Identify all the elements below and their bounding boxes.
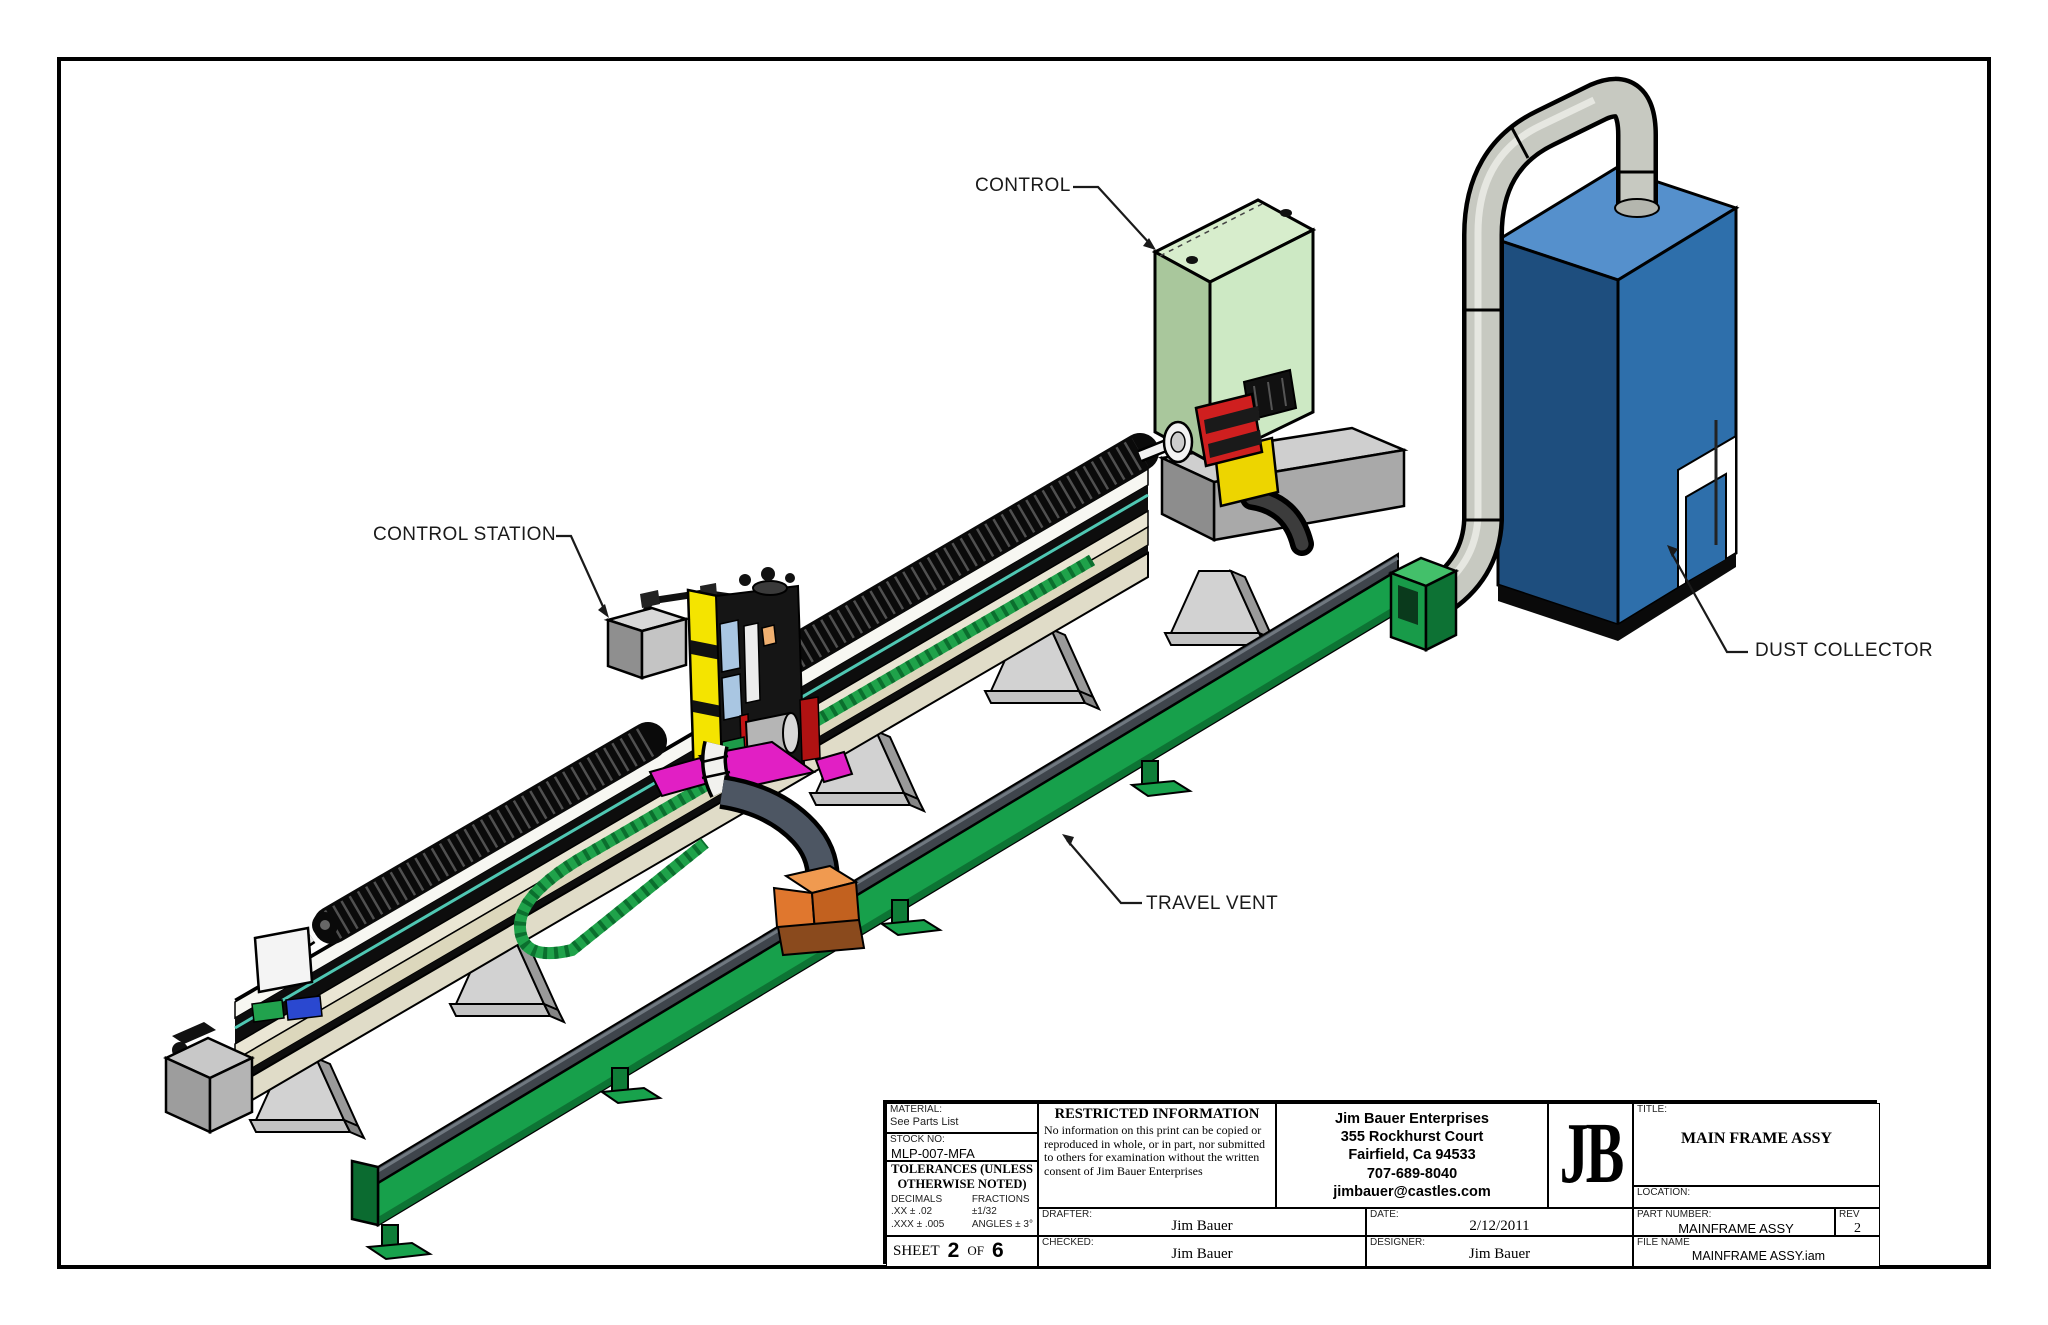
sheet-total: 6: [991, 1239, 1004, 1262]
checked-label: CHECKED:: [1042, 1237, 1094, 1248]
vent-foot: [1129, 760, 1193, 798]
dust-collector-graphic: [1494, 166, 1740, 641]
tolerances-fractions: FRACTIONS ±1/32 ANGLES ± 3°: [971, 1193, 1033, 1230]
location-label: LOCATION:: [1637, 1187, 1691, 1198]
bellows-covers-graphic: [313, 433, 1159, 944]
title-label: TITLE:: [1637, 1104, 1668, 1115]
vent-foot: [599, 1067, 663, 1105]
location-cell: LOCATION:: [1633, 1186, 1880, 1208]
tolerances-decimals: DECIMALS .XX ± .02 .XXX ± .005: [891, 1193, 945, 1230]
part-number-label: PART NUMBER:: [1637, 1209, 1712, 1220]
material-cell: MATERIAL: See Parts List: [886, 1103, 1038, 1133]
drawing-border-frame: [57, 57, 1991, 1269]
hinge-dot: [1280, 209, 1292, 217]
date-label: DATE:: [1370, 1209, 1399, 1220]
stock-no-label: STOCK NO:: [890, 1134, 945, 1145]
leader-control-station: [556, 534, 607, 612]
tolerances-heading-2: OTHERWISE NOTED): [897, 1176, 1027, 1191]
restricted-body: No information on this print can be copi…: [1044, 1123, 1265, 1178]
pendant-control-station-graphic: [603, 606, 691, 680]
company-address2: Fairfield, Ca 94533: [1348, 1147, 1476, 1164]
arrowhead: [1062, 834, 1074, 846]
company-name: Jim Bauer Enterprises: [1335, 1111, 1489, 1128]
restricted-heading: RESTRICTED INFORMATION: [1054, 1106, 1260, 1122]
sheet-of-label: OF: [967, 1243, 984, 1258]
boom-left-end-graphic: [163, 912, 338, 1134]
company-email: jimbauer@castles.com: [1333, 1183, 1491, 1200]
part-number-cell: PART NUMBER: MAINFRAME ASSY: [1633, 1208, 1835, 1236]
company-phone: 707-689-8040: [1366, 1165, 1458, 1182]
hinge-dot: [1186, 256, 1198, 264]
title-cell: TITLE: MAIN FRAME ASSY: [1633, 1103, 1880, 1186]
callout-leaders: [556, 185, 1748, 905]
rev-cell: REV 2: [1835, 1208, 1880, 1236]
checked-cell: CHECKED: Jim Bauer: [1038, 1236, 1366, 1267]
callout-travel-vent: TRAVEL VENT: [1146, 893, 1279, 914]
designer-label: DESIGNER:: [1370, 1237, 1426, 1248]
arrowhead: [598, 604, 609, 618]
date-value: 2/12/2011: [1469, 1217, 1530, 1234]
vent-foot: [879, 899, 943, 937]
sheet-label: SHEET: [893, 1242, 940, 1259]
leader-control: [1073, 185, 1152, 246]
magenta-plate: [814, 750, 854, 784]
leader-dust-collector: [1670, 551, 1748, 654]
designer-value: Jim Bauer: [1468, 1245, 1531, 1262]
date-cell: DATE: 2/12/2011: [1366, 1208, 1633, 1236]
vent-adapter-box-graphic: [1387, 556, 1460, 653]
file-name-value: MAINFRAME ASSY.iam: [1691, 1248, 1826, 1263]
company-address1: 355 Rockhurst Court: [1340, 1129, 1484, 1146]
material-label: MATERIAL:: [890, 1104, 943, 1115]
drafter-cell: DRAFTER: Jim Bauer: [1038, 1208, 1366, 1236]
part-number-value: MAINFRAME ASSY: [1678, 1220, 1794, 1236]
energy-chain-graphic: [514, 554, 1096, 960]
file-name-cell: FILE NAME MAINFRAME ASSY.iam: [1633, 1236, 1880, 1267]
vent-elbow-shoe-graphic: [719, 775, 866, 957]
jb-logo: JB: [1559, 1104, 1625, 1202]
designer-cell: DESIGNER: Jim Bauer: [1366, 1236, 1633, 1267]
checked-value: Jim Bauer: [1171, 1245, 1233, 1262]
arrowhead: [1143, 238, 1156, 250]
rev-label: REV: [1839, 1209, 1860, 1220]
travel-vent-rail-graphic: [350, 552, 1460, 1261]
main-boom-graphic: [234, 465, 1149, 1112]
sheet-cell: SHEET 2 OF 6: [886, 1236, 1038, 1267]
drafter-label: DRAFTER:: [1042, 1209, 1092, 1220]
drive-motor-graphic: [1137, 368, 1298, 508]
company-logo-cell: JB: [1548, 1103, 1633, 1208]
restricted-info-cell: RESTRICTED INFORMATION No information on…: [1038, 1103, 1276, 1208]
drafter-value: Jim Bauer: [1171, 1217, 1233, 1234]
title-value: MAIN FRAME ASSY: [1680, 1129, 1833, 1147]
tolerances-heading-1: TOLERANCES (UNLESS: [891, 1162, 1033, 1176]
tolerances-cell: TOLERANCES (UNLESS OTHERWISE NOTED) DECI…: [886, 1161, 1038, 1236]
stock-no-value: MLP-007-MFA: [891, 1145, 975, 1161]
arrowhead: [1667, 545, 1678, 557]
stock-no-cell: STOCK NO: MLP-007-MFA: [886, 1133, 1038, 1161]
company-cell: Jim Bauer Enterprises 355 Rockhurst Cour…: [1276, 1103, 1548, 1208]
file-name-label: FILE NAME: [1637, 1237, 1690, 1248]
callout-control-station: CONTROL STATION: [373, 524, 556, 545]
rev-value: 2: [1854, 1220, 1861, 1236]
title-block: MATERIAL: See Parts List STOCK NO: MLP-0…: [883, 1100, 1880, 1267]
callout-control: CONTROL: [975, 175, 1071, 196]
material-value: See Parts List: [890, 1115, 959, 1128]
carriage-assembly-graphic: [603, 567, 854, 798]
callout-dust-collector: DUST COLLECTOR: [1755, 640, 1934, 661]
sheet-number: 2: [947, 1239, 960, 1262]
leader-travel-vent: [1066, 839, 1142, 905]
